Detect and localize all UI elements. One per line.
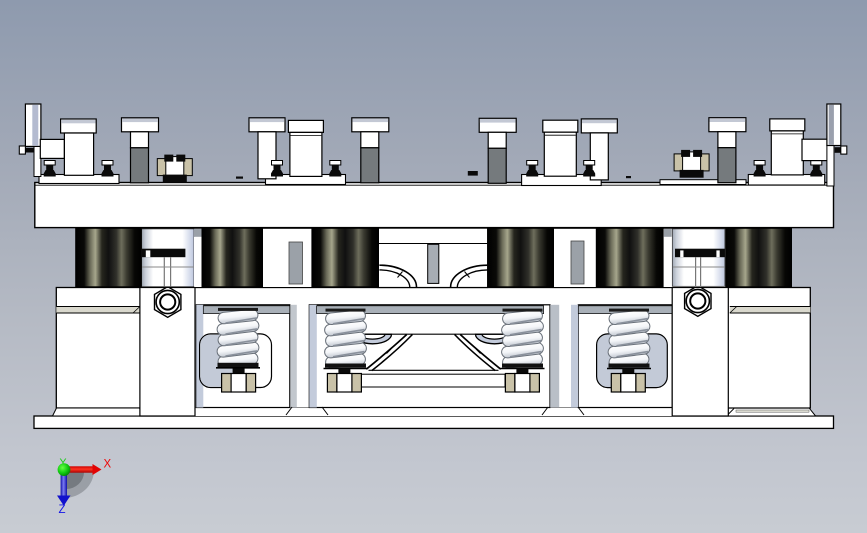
svg-text:Z: Z — [59, 504, 66, 516]
svg-text:X: X — [104, 459, 112, 471]
svg-text:Y: Y — [60, 457, 67, 469]
